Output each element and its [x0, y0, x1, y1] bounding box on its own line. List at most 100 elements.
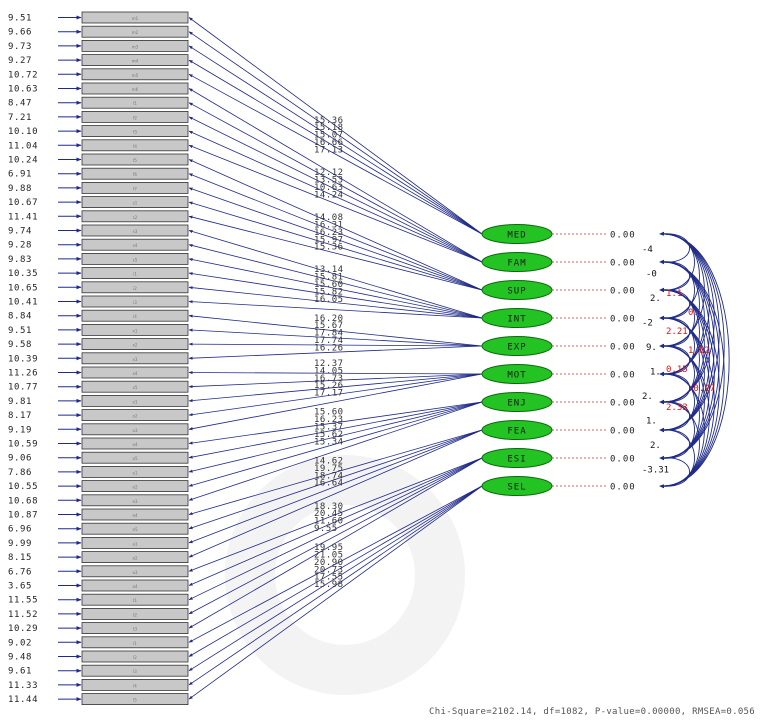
indicator-label: x2 [133, 343, 138, 348]
loading-path [188, 159, 483, 291]
indicator-box [81, 224, 189, 237]
indicator-box [81, 153, 189, 166]
error-variance: 9.58 [8, 340, 32, 350]
loading-path [188, 485, 483, 657]
loading-path [188, 45, 483, 235]
error-variance: 10.55 [8, 482, 38, 492]
error-variance: 10.29 [8, 624, 38, 634]
indicator-label: o2 [133, 414, 138, 419]
indicator-label: t2 [133, 612, 138, 617]
indicator: m49.27 [8, 54, 189, 66]
correlation-label: 2. [642, 392, 653, 402]
correlation-layer: -4-02.-29.1.2.1.2.-3.311.10.2.211.620.15… [642, 231, 730, 489]
loading-coefficient: 15.34 [314, 437, 344, 447]
error-variance: 9.27 [8, 56, 32, 66]
correlation-label-red: 2.33 [666, 403, 688, 413]
loading-path [188, 429, 483, 558]
loading-coefficient: 14.24 [314, 190, 344, 200]
indicator: s4 9.28 [8, 238, 189, 251]
correlation-arc [659, 259, 690, 293]
indicator-label: o3 [133, 428, 138, 433]
indicator: a28.15 [8, 551, 189, 563]
indicator-label: f7 [133, 186, 137, 191]
loading-path [188, 401, 483, 459]
indicator-box [81, 579, 189, 592]
error-variance: 10.68 [8, 496, 38, 506]
error-variance: 9.83 [8, 255, 32, 265]
indicator-box [81, 295, 189, 308]
indicator-box [81, 593, 189, 606]
indicator: m19.51 [8, 11, 189, 24]
error-variance: 6.76 [8, 567, 32, 577]
indicator-box [81, 451, 189, 464]
loading-path [188, 286, 483, 319]
loading-coefficient: 16.64 [314, 479, 344, 489]
error-variance: 9.81 [8, 397, 32, 407]
loading-coefficient: 15.37 [314, 422, 344, 432]
indicator-label: s3 [133, 229, 138, 234]
latent-variable: SEL 0.00 [481, 476, 636, 496]
latent-variance: 0.00 [610, 259, 636, 269]
loading-path [188, 201, 483, 291]
loading-path [188, 485, 483, 700]
error-variance: 11.04 [8, 141, 38, 151]
loading-coefficient: 15.36 [314, 243, 344, 253]
indicator: i48.84 [8, 309, 189, 322]
indicator-label: l4 [133, 683, 137, 688]
error-variance: 6.96 [8, 525, 32, 535]
loading-path [188, 373, 483, 389]
loading-path [188, 401, 483, 473]
indicator: a36.76 [8, 565, 189, 577]
error-variance: 11.52 [8, 610, 38, 620]
loading-coefficient: 12.12 [314, 168, 344, 178]
indicator: o59.06 [8, 451, 189, 464]
indicator-label: e4 [132, 513, 137, 518]
latent-name: FEA [507, 427, 526, 437]
error-variance: 9.66 [8, 28, 32, 38]
loading-path [188, 401, 483, 501]
indicator-box [81, 139, 189, 152]
indicator-box [81, 338, 189, 351]
latent-variance: 0.00 [610, 483, 636, 493]
indicator-box [81, 252, 189, 265]
loading-path [188, 73, 483, 235]
correlation-label: -2 [642, 319, 653, 329]
loading-path [188, 300, 483, 319]
error-variance: 9.61 [8, 667, 32, 677]
correlation-label: 2. [650, 441, 661, 451]
error-variance: 9.28 [8, 241, 32, 251]
correlation-arc [659, 427, 690, 461]
indicator: e56.96 [8, 522, 189, 535]
error-variance: 9.02 [8, 638, 32, 648]
indicator: l19.02 [8, 636, 189, 648]
loading-path [188, 373, 483, 403]
indicator-box [81, 68, 189, 81]
indicator-label: f4 [133, 144, 137, 149]
loading-path [188, 485, 483, 643]
loading-coefficient: 20.90 [314, 558, 344, 568]
indicator-label: x5 [133, 385, 138, 390]
error-variance: 9.51 [8, 326, 32, 336]
indicator-label: s4 [133, 243, 138, 248]
latent-name: SEL [507, 483, 526, 493]
indicator: x2 9.58 [8, 338, 189, 351]
error-variance: 9.73 [8, 42, 32, 52]
indicator: o39.19 [8, 423, 189, 435]
indicator-label: o4 [133, 442, 138, 447]
indicator: o19.81 [8, 394, 189, 407]
correlation-label: -0 [646, 270, 657, 280]
indicator-box [81, 11, 189, 24]
loading-coefficient: 18.74 [314, 471, 344, 481]
error-variance: 8.47 [8, 99, 32, 109]
